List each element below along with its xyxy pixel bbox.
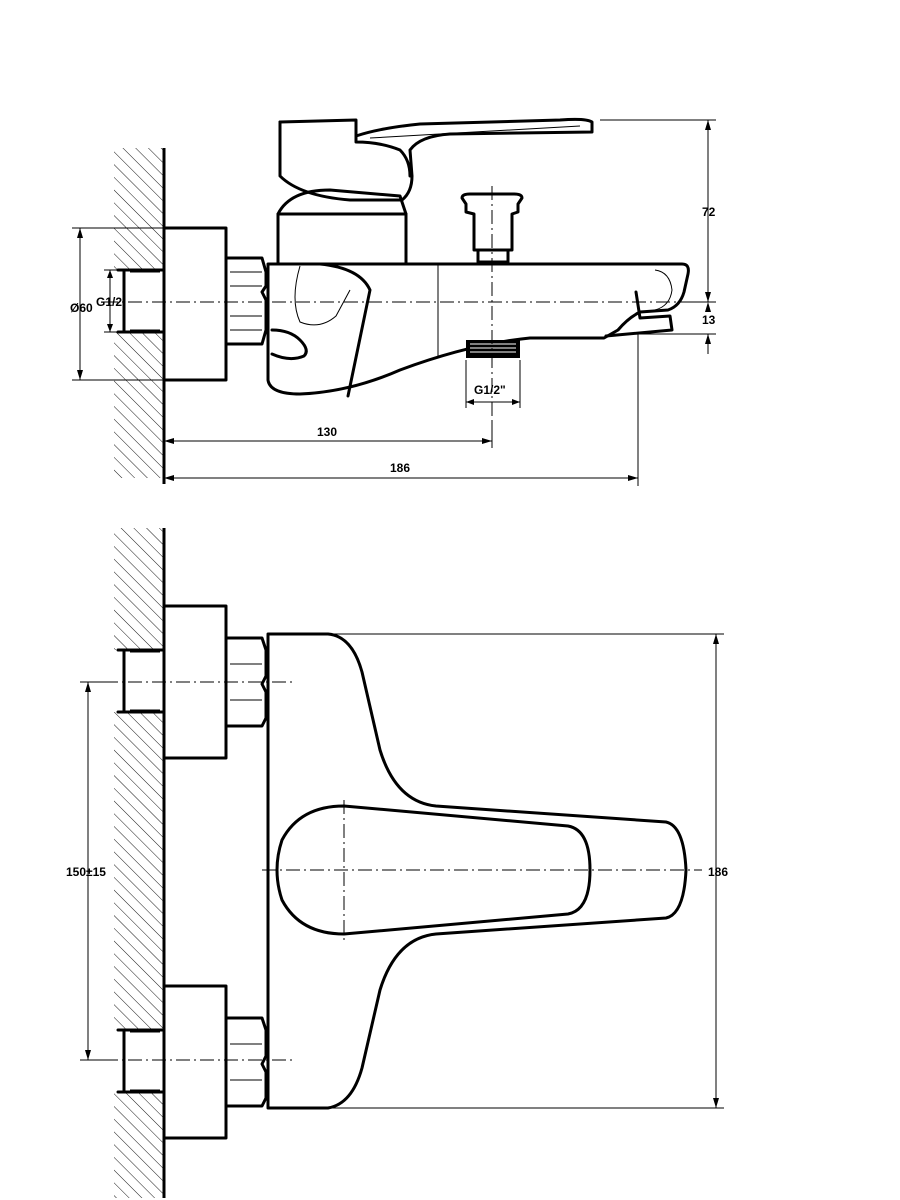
dim-body-width-group — [328, 633, 724, 1109]
hex-connector-side — [224, 256, 268, 346]
center-lines-top — [104, 681, 702, 1061]
mixer-body-top — [266, 632, 688, 1110]
dim-186-depth-group — [164, 334, 639, 486]
dim-outlet-thread-label: G1/2" — [474, 383, 506, 397]
escutcheon-side — [162, 226, 228, 382]
dim-130-group — [164, 420, 493, 448]
center-lines-side — [104, 186, 702, 420]
dim-inlet-thread-label: G1/2 — [96, 295, 122, 309]
lever-handle-side — [276, 117, 594, 266]
dim-72-group — [600, 119, 716, 303]
top-view: 150±15 186 — [66, 528, 728, 1198]
mixer-body-side — [266, 262, 690, 398]
dim-outlet-offset-label: 130 — [317, 425, 337, 439]
dim-outlet-thread-group — [465, 360, 521, 408]
inlet-pipe-side — [116, 268, 166, 334]
wall-section-top — [114, 528, 166, 1198]
diverter-knob-side — [460, 192, 524, 264]
dim-body-width-label: 186 — [708, 865, 728, 879]
lower-inlet-top — [116, 984, 268, 1140]
dim-total-depth-label: 186 — [390, 461, 410, 475]
dim-diameter-label: Ø60 — [70, 301, 93, 315]
lever-handle-top — [275, 804, 592, 936]
dim-center-distance-group — [80, 681, 104, 1061]
dim-center-distance-label: 150±15 — [66, 865, 106, 879]
wall-section-side — [114, 148, 166, 484]
dim-diameter-group — [72, 227, 164, 381]
dim-13-group — [630, 290, 716, 354]
dim-spout-drop-label: 13 — [702, 313, 716, 327]
dim-inlet-thread-group — [104, 269, 118, 333]
dim-height-label: 72 — [702, 205, 716, 219]
shower-outlet-thread — [466, 340, 520, 358]
side-view: 72 13 Ø60 G1/2 — [70, 117, 716, 486]
